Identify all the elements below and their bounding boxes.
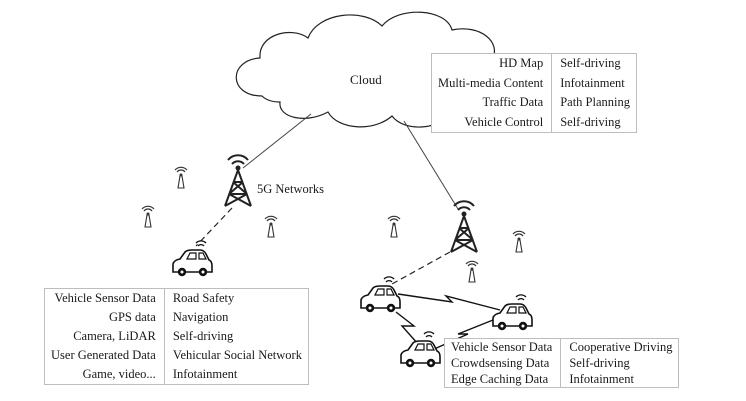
table-row: Crowdsensing Data Self-driving	[445, 355, 678, 371]
table-row: Vehicle Control Self-driving	[432, 112, 636, 132]
table-row: User Generated Data Vehicular Social Net…	[45, 346, 308, 365]
data-type: HD Map	[432, 54, 553, 74]
table-row: Game, video... Infotainment	[45, 365, 308, 384]
data-type: Edge Caching Data	[445, 371, 562, 387]
table-row: Multi-media Content Infotainment	[432, 73, 636, 93]
table-row: Vehicle Sensor Data Road Safety	[45, 289, 308, 308]
application: Path Planning	[560, 95, 630, 109]
small-antenna	[141, 205, 155, 228]
5g-tower	[224, 154, 252, 207]
data-type: Traffic Data	[432, 93, 553, 113]
table-row: GPS data Navigation	[45, 308, 308, 327]
application: Infotainment	[172, 367, 238, 381]
data-type: Vehicle Sensor Data	[45, 289, 165, 308]
v2v-link-1	[397, 293, 501, 311]
application: Vehicular Social Network	[172, 348, 302, 362]
car-icon	[400, 331, 441, 369]
cloud-label: Cloud	[350, 72, 382, 87]
application: Road Safety	[172, 291, 235, 305]
small-antenna	[512, 230, 526, 253]
small-antenna	[387, 215, 401, 238]
data-type: Vehicle Control	[432, 112, 553, 132]
small-antenna	[465, 260, 479, 283]
car-icon	[172, 240, 213, 278]
v2v-link-2	[395, 311, 419, 345]
application: Self-driving	[172, 329, 234, 343]
small-antenna	[174, 166, 188, 189]
cloud-to-5g-link	[242, 113, 312, 169]
application: Cooperative Driving	[569, 340, 673, 354]
data-type: Game, video...	[45, 365, 165, 384]
edge-data-table: Vehicle Sensor Data Cooperative Driving …	[444, 338, 680, 388]
5g-networks-label: 5G Networks	[257, 182, 324, 196]
data-type: Camera, LiDAR	[45, 327, 165, 346]
application: Self-driving	[569, 356, 630, 370]
table-row: HD Map Self-driving	[432, 54, 636, 74]
data-type: Multi-media Content	[432, 73, 553, 93]
application: Self-driving	[560, 114, 621, 129]
application: Navigation	[172, 310, 229, 324]
edge-tower-to-car-dashed-link	[391, 251, 451, 285]
cloud-data-table: HD Map Self-driving Multi-media Content …	[431, 53, 637, 133]
edge-tower	[450, 200, 478, 253]
table-row: Edge Caching Data Infotainment	[445, 371, 678, 387]
tower-to-car-dashed-link	[195, 207, 233, 247]
data-type: User Generated Data	[45, 346, 165, 365]
application: Infotainment	[560, 75, 625, 90]
application: Infotainment	[569, 372, 634, 386]
table-row: Traffic Data Path Planning	[432, 93, 636, 113]
vehicle-data-table: Vehicle Sensor Data Road Safety GPS data…	[44, 288, 309, 385]
table-row: Vehicle Sensor Data Cooperative Driving	[445, 339, 678, 355]
table-row: Camera, LiDAR Self-driving	[45, 327, 308, 346]
small-antenna	[264, 215, 278, 238]
data-type: Vehicle Sensor Data	[445, 339, 562, 355]
cloud-to-edge-tower-link	[403, 120, 459, 210]
car-icon	[492, 294, 533, 332]
data-type: Crowdsensing Data	[445, 355, 562, 371]
application: Self-driving	[560, 56, 621, 70]
data-type: GPS data	[45, 308, 165, 327]
